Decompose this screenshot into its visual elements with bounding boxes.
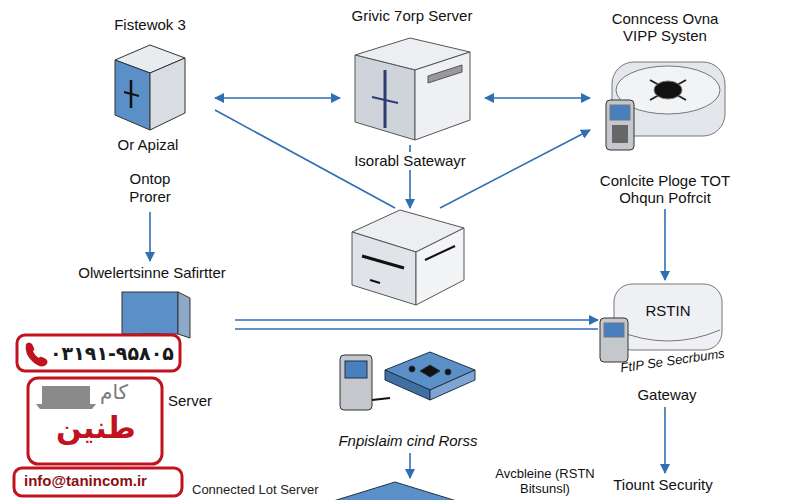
cable bbox=[372, 398, 390, 400]
gateway-node: RSTIN FtIP Se SecrbumsGateway bbox=[598, 280, 728, 407]
phone-screen bbox=[610, 105, 630, 120]
phone-icon bbox=[600, 318, 628, 362]
icon-mark bbox=[370, 280, 380, 283]
icon-face bbox=[416, 228, 464, 305]
phone-screen bbox=[345, 361, 367, 378]
icon-mark bbox=[372, 97, 398, 103]
node-label: RSTIN bbox=[646, 302, 691, 320]
device-node: Tiount Security bbox=[610, 473, 720, 497]
gateway-icon bbox=[352, 210, 464, 305]
connector-arrow bbox=[235, 319, 598, 321]
node-label: Fnpislaim cind Rorss bbox=[338, 432, 477, 450]
icon-mark bbox=[650, 80, 686, 100]
phone-keys bbox=[612, 125, 628, 143]
node-label: Conncess Ovna VIPP Systen bbox=[603, 10, 728, 44]
watermark-box bbox=[17, 335, 180, 371]
gateway-node: Isorabl Satewayr bbox=[352, 208, 464, 306]
watermark-logo: کام bbox=[100, 380, 128, 404]
watermark-logo: طنین bbox=[56, 408, 136, 447]
icon-mark bbox=[428, 65, 462, 83]
icon-face bbox=[385, 370, 430, 400]
device-node: Fistewok 3 Or ApizalOntop Prorer bbox=[95, 12, 215, 212]
connector-arrow bbox=[664, 209, 666, 280]
icon-mark bbox=[409, 366, 415, 372]
phone-screen bbox=[604, 323, 624, 337]
node-sublabel: Ontop Prorer bbox=[115, 170, 185, 206]
server-icon bbox=[355, 38, 470, 140]
node-label: Tiount Security bbox=[613, 476, 713, 494]
node-sublabel: FtIP Se Secrbums bbox=[619, 345, 725, 377]
node-label: Isorabl Satewayr bbox=[351, 152, 469, 170]
server-node: Grivic 7orp Server bbox=[340, 4, 485, 145]
device-node: Avcbleine (RSTN Bitsunsl) bbox=[325, 478, 465, 500]
icon-mark bbox=[362, 256, 404, 268]
node-caption: Connected Lot Server bbox=[192, 482, 318, 498]
icon-mark bbox=[425, 246, 455, 260]
node-label: Olwelertsinne Safirtter bbox=[78, 264, 226, 282]
icon-mark bbox=[654, 81, 682, 99]
router-phone-icon bbox=[340, 352, 475, 410]
phone-symbol bbox=[26, 343, 48, 367]
icon-face bbox=[150, 58, 185, 130]
connector-arrow bbox=[215, 97, 340, 99]
icon-face bbox=[115, 60, 150, 130]
node-sublabel: Server bbox=[168, 392, 212, 410]
device-node: Olwelertsinne SafirtterServer bbox=[75, 261, 235, 413]
logo-box bbox=[28, 378, 162, 464]
watermark-phone: ۰۳۱۹۱-۹۵۸۰۵ bbox=[50, 341, 174, 365]
connector-arrow bbox=[485, 97, 590, 99]
icon-mark bbox=[124, 92, 139, 96]
icon-face bbox=[330, 482, 460, 500]
device-node: Conncess Ovna VIPP SystenConlcite Ploge … bbox=[590, 5, 740, 209]
icon-face bbox=[430, 370, 475, 400]
connector-arrow bbox=[664, 407, 666, 473]
icon-face bbox=[614, 284, 722, 350]
node-sublabel: Conlcite Ploge TOT Ohqun Pofrcit bbox=[595, 172, 735, 206]
icon-mark bbox=[445, 369, 451, 375]
watermark bbox=[14, 335, 182, 496]
node-sublabel: Gateway bbox=[637, 386, 696, 404]
firewall-icon bbox=[115, 45, 185, 130]
icon-mark bbox=[420, 365, 440, 377]
icon-face bbox=[178, 292, 190, 338]
connector-arrow bbox=[409, 453, 411, 478]
connector-arrow bbox=[235, 328, 598, 330]
connector-arrow bbox=[149, 212, 151, 261]
phone-icon bbox=[340, 355, 372, 410]
device-node: Fnpislaim cind Rorss bbox=[330, 345, 481, 453]
bottom-device-icon bbox=[330, 482, 460, 500]
monitor-screen bbox=[122, 292, 178, 334]
logo-symbol bbox=[36, 386, 96, 409]
icon-face bbox=[415, 52, 470, 140]
icon-edge bbox=[616, 330, 720, 341]
node-sublabel: Or Apizal bbox=[118, 136, 179, 154]
icon-face bbox=[355, 55, 415, 140]
watermark-box bbox=[14, 468, 182, 496]
phone-icon bbox=[606, 100, 634, 150]
node-label: Grivic 7orp Server bbox=[352, 7, 473, 25]
voip-device-icon bbox=[606, 62, 725, 150]
icon-mark bbox=[650, 80, 686, 100]
node-label: Avcbleine (RSTN Bitsunsl) bbox=[485, 466, 605, 496]
node-label: Fistewok 3 bbox=[114, 16, 186, 34]
watermark-email: info@tanincom.ir bbox=[24, 472, 147, 490]
icon-face bbox=[352, 232, 416, 305]
